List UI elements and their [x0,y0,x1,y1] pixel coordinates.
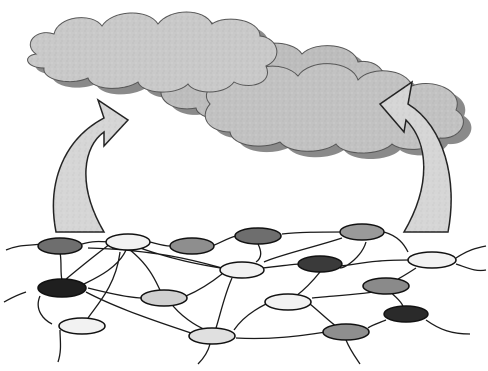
network-node [220,262,264,278]
network-node [141,290,187,306]
edge [170,302,206,330]
edge [150,242,170,246]
edge [4,292,26,302]
network-node [59,318,105,334]
network-node [298,256,342,272]
network-node [38,279,86,297]
network-node [323,324,369,340]
edge [216,278,232,328]
network-node [170,238,214,254]
network-node [235,228,281,244]
edge [384,232,408,252]
edge [198,344,210,364]
edge [88,252,120,318]
network-node [340,224,384,240]
edge [130,250,160,290]
edge [282,232,342,234]
edge [234,304,266,330]
network-node [38,238,82,254]
edge [236,332,326,339]
edge [58,330,61,362]
edge [256,244,261,262]
edge [60,252,62,280]
cloud-left-texture [28,12,277,92]
edge [368,320,386,328]
network-node [363,278,409,294]
edge [262,264,300,268]
edge [456,246,486,258]
edge [38,296,52,324]
edge [426,320,470,334]
edge [186,274,222,296]
network-node [265,294,311,310]
edge [296,272,320,296]
network-node [384,306,428,322]
edge [310,304,336,326]
edge [346,340,360,364]
network-node [189,328,235,344]
edge [212,236,236,246]
edge [6,244,40,250]
arrow-left-texture [53,100,128,232]
network-node [106,234,150,250]
edge [456,264,486,271]
network-node [408,252,456,268]
